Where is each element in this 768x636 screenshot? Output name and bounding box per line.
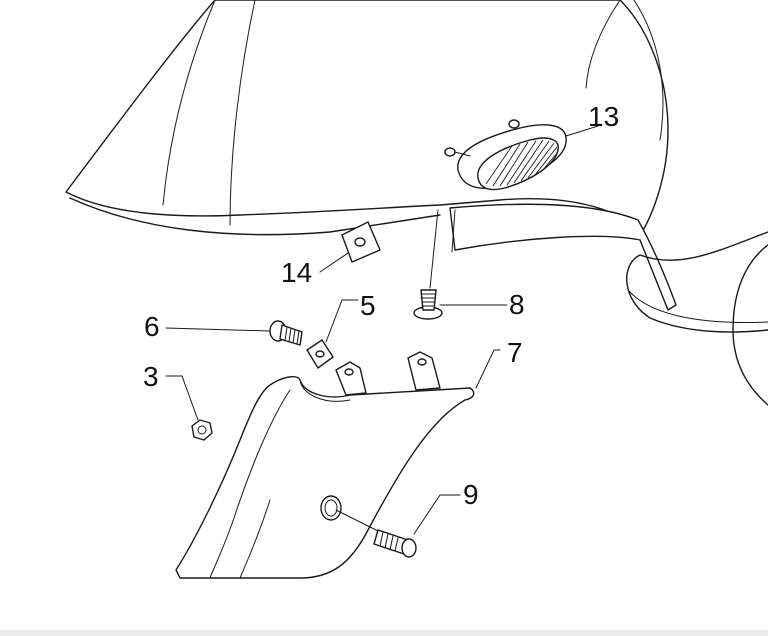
- callout-labels: 13 14 5 8 6 7 3 9: [143, 101, 619, 510]
- wheel-outline: [626, 231, 768, 406]
- callout-14: 14: [281, 257, 312, 288]
- callout-7: 7: [507, 337, 523, 368]
- callout-5: 5: [360, 290, 376, 321]
- screw-part-8: [413, 209, 443, 320]
- callout-13: 13: [588, 101, 619, 132]
- mudguard-rear-flange: [449, 203, 677, 311]
- front-mudguard: [65, 0, 669, 236]
- screw-part-6: [269, 320, 303, 346]
- nut-part-3: [191, 419, 213, 441]
- callout-3: 3: [143, 361, 159, 392]
- callout-8: 8: [509, 289, 525, 320]
- cover-part-7: [175, 351, 475, 579]
- bottom-edge-bar: [0, 630, 768, 636]
- clip-part-14: [341, 221, 381, 263]
- callout-6: 6: [144, 311, 160, 342]
- bolt-part-9: [335, 509, 417, 558]
- leader-lines: [165, 125, 599, 535]
- callout-9: 9: [463, 479, 479, 510]
- clip-part-5: [306, 339, 334, 369]
- reflector-part-13: [444, 119, 567, 191]
